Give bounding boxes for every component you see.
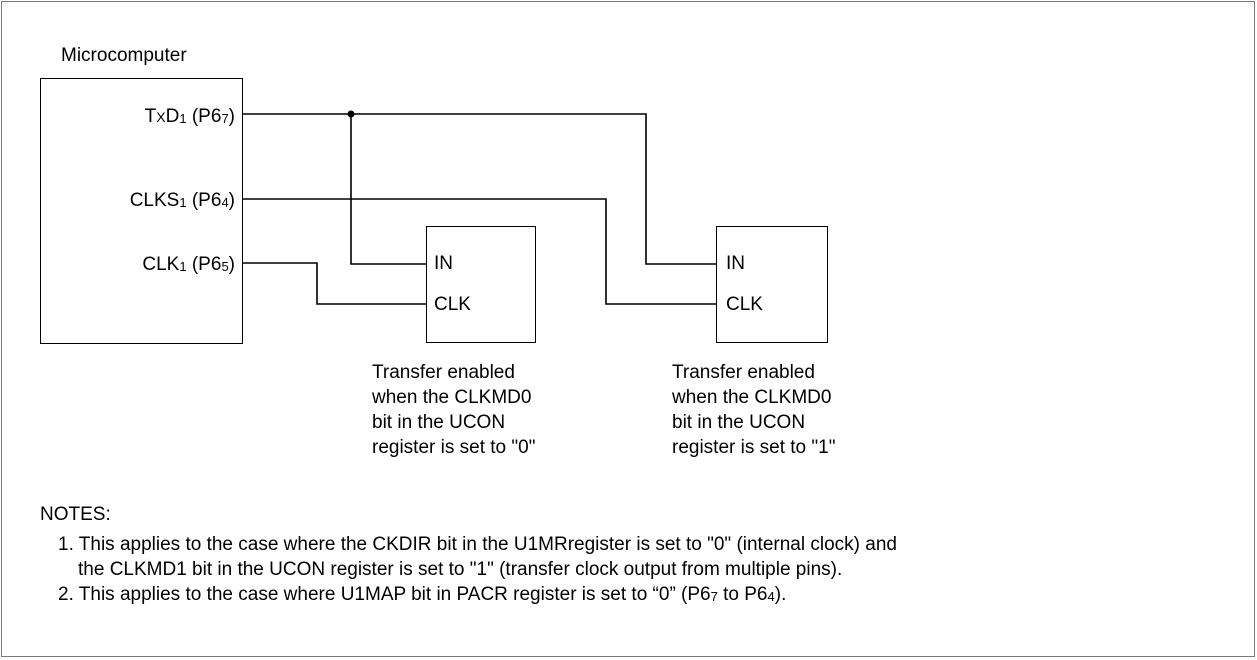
wire-clks [243, 198, 716, 305]
wire-txd-branch [350, 114, 426, 265]
note-1-line-2: the CLKMD1 bit in the UCON register is s… [78, 559, 843, 580]
wire-clk [243, 262, 426, 305]
device2-box [716, 226, 828, 343]
pin-clks1-p64: CLKS1 (P64) [129, 190, 235, 211]
device1-clk-label: CLK [434, 294, 471, 315]
device1-in-label: IN [434, 253, 453, 274]
microcomputer-box [40, 78, 243, 344]
device2-in-label: IN [726, 253, 745, 274]
device1-box [426, 226, 536, 343]
pin-txd1-p67: TXD1 (P67) [144, 106, 235, 127]
device2-caption: Transfer enabled when the CLKMD0 bit in … [672, 362, 836, 458]
device2-clk-label: CLK [726, 294, 763, 315]
device1-caption: Transfer enabled when the CLKMD0 bit in … [372, 362, 536, 458]
notes-heading: NOTES: [40, 504, 111, 525]
pin-clk1-p65: CLK1 (P65) [142, 254, 235, 275]
note-1-line-1: 1. This applies to the case where the CK… [58, 534, 897, 555]
note-2: 2. This applies to the case where U1MAP … [58, 584, 787, 605]
junction-dot [347, 110, 355, 118]
wire-txd-main [243, 113, 716, 265]
microcomputer-title: Microcomputer [61, 45, 187, 66]
